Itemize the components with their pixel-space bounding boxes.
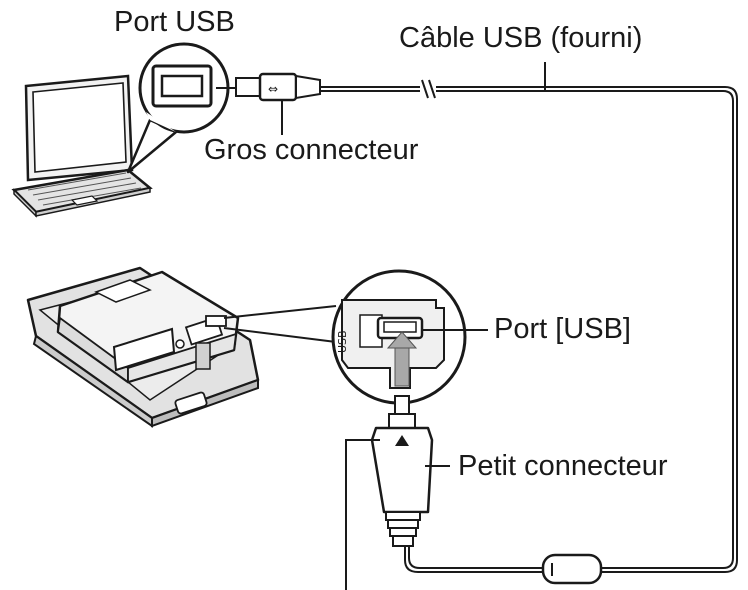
- label-large-connector: Gros connecteur: [204, 134, 419, 166]
- label-small-connector: Petit connecteur: [458, 450, 668, 482]
- camera-port-callout-lines: [223, 305, 337, 343]
- usb-cable: [320, 62, 738, 585]
- large-connector-icon: ⇔: [216, 72, 321, 135]
- label-usb-cable: Câble USB (fourni): [399, 22, 643, 54]
- small-connector-icon: [345, 395, 450, 590]
- laptop-icon: [11, 74, 153, 218]
- camera-dock-icon: [26, 266, 260, 428]
- label-port-usb-camera: Port [USB]: [494, 313, 631, 345]
- computer-port-callout: [126, 42, 230, 174]
- camera-port-callout: USB: [331, 269, 488, 405]
- label-port-usb-computer: Port USB: [114, 6, 235, 38]
- svg-text:USB: USB: [336, 330, 349, 353]
- svg-text:⇔: ⇔: [268, 82, 278, 96]
